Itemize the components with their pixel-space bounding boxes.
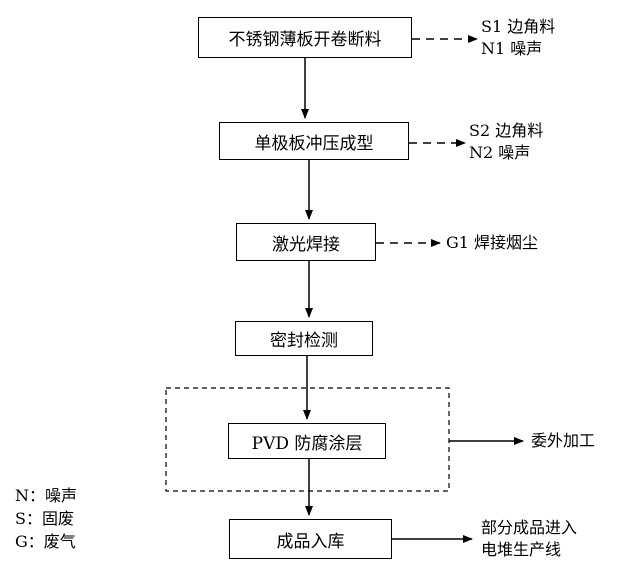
emission-label-step2: S2 边角料 N2 噪声 [469, 120, 543, 164]
emission-label-step3: G1 焊接烟尘 [446, 233, 539, 252]
output-line: 电堆生产线 [481, 540, 562, 559]
step-box-seal-test: 密封检测 [235, 321, 373, 356]
legend: N：噪声 S：固废 G：废气 [15, 484, 77, 553]
emission-label-step1: S1 边角料 N1 噪声 [481, 16, 555, 60]
step-box-storage: 成品入库 [229, 519, 392, 559]
outsource-group-border [165, 387, 450, 492]
legend-item-waste-gas: G：废气 [15, 532, 76, 551]
output-line: 部分成品进入 [481, 518, 578, 537]
step-label: 单极板冲压成型 [254, 133, 374, 154]
step-box-welding: 激光焊接 [236, 223, 376, 261]
step-label: 激光焊接 [272, 234, 340, 255]
step-box-stamping: 单极板冲压成型 [219, 122, 409, 160]
step-label: 成品入库 [276, 531, 345, 552]
outsource-label: 委外加工 [531, 431, 596, 450]
step-label: 不锈钢薄板开卷断料 [228, 30, 382, 50]
legend-item-solid-waste: S：固废 [15, 509, 74, 528]
output-label: 部分成品进入 电堆生产线 [481, 517, 577, 561]
step-box-pvd-coating: PVD 防腐涂层 [228, 423, 386, 459]
step-label: PVD 防腐涂层 [251, 433, 363, 454]
emission-line: S1 边角料 [481, 17, 556, 36]
emission-line: S2 边角料 [469, 121, 544, 140]
step-box-blanking: 不锈钢薄板开卷断料 [198, 17, 412, 58]
step-label: 密封检测 [270, 331, 338, 351]
emission-line: N2 噪声 [469, 143, 531, 162]
legend-item-noise: N：噪声 [15, 486, 78, 505]
emission-line: N1 噪声 [481, 39, 543, 58]
